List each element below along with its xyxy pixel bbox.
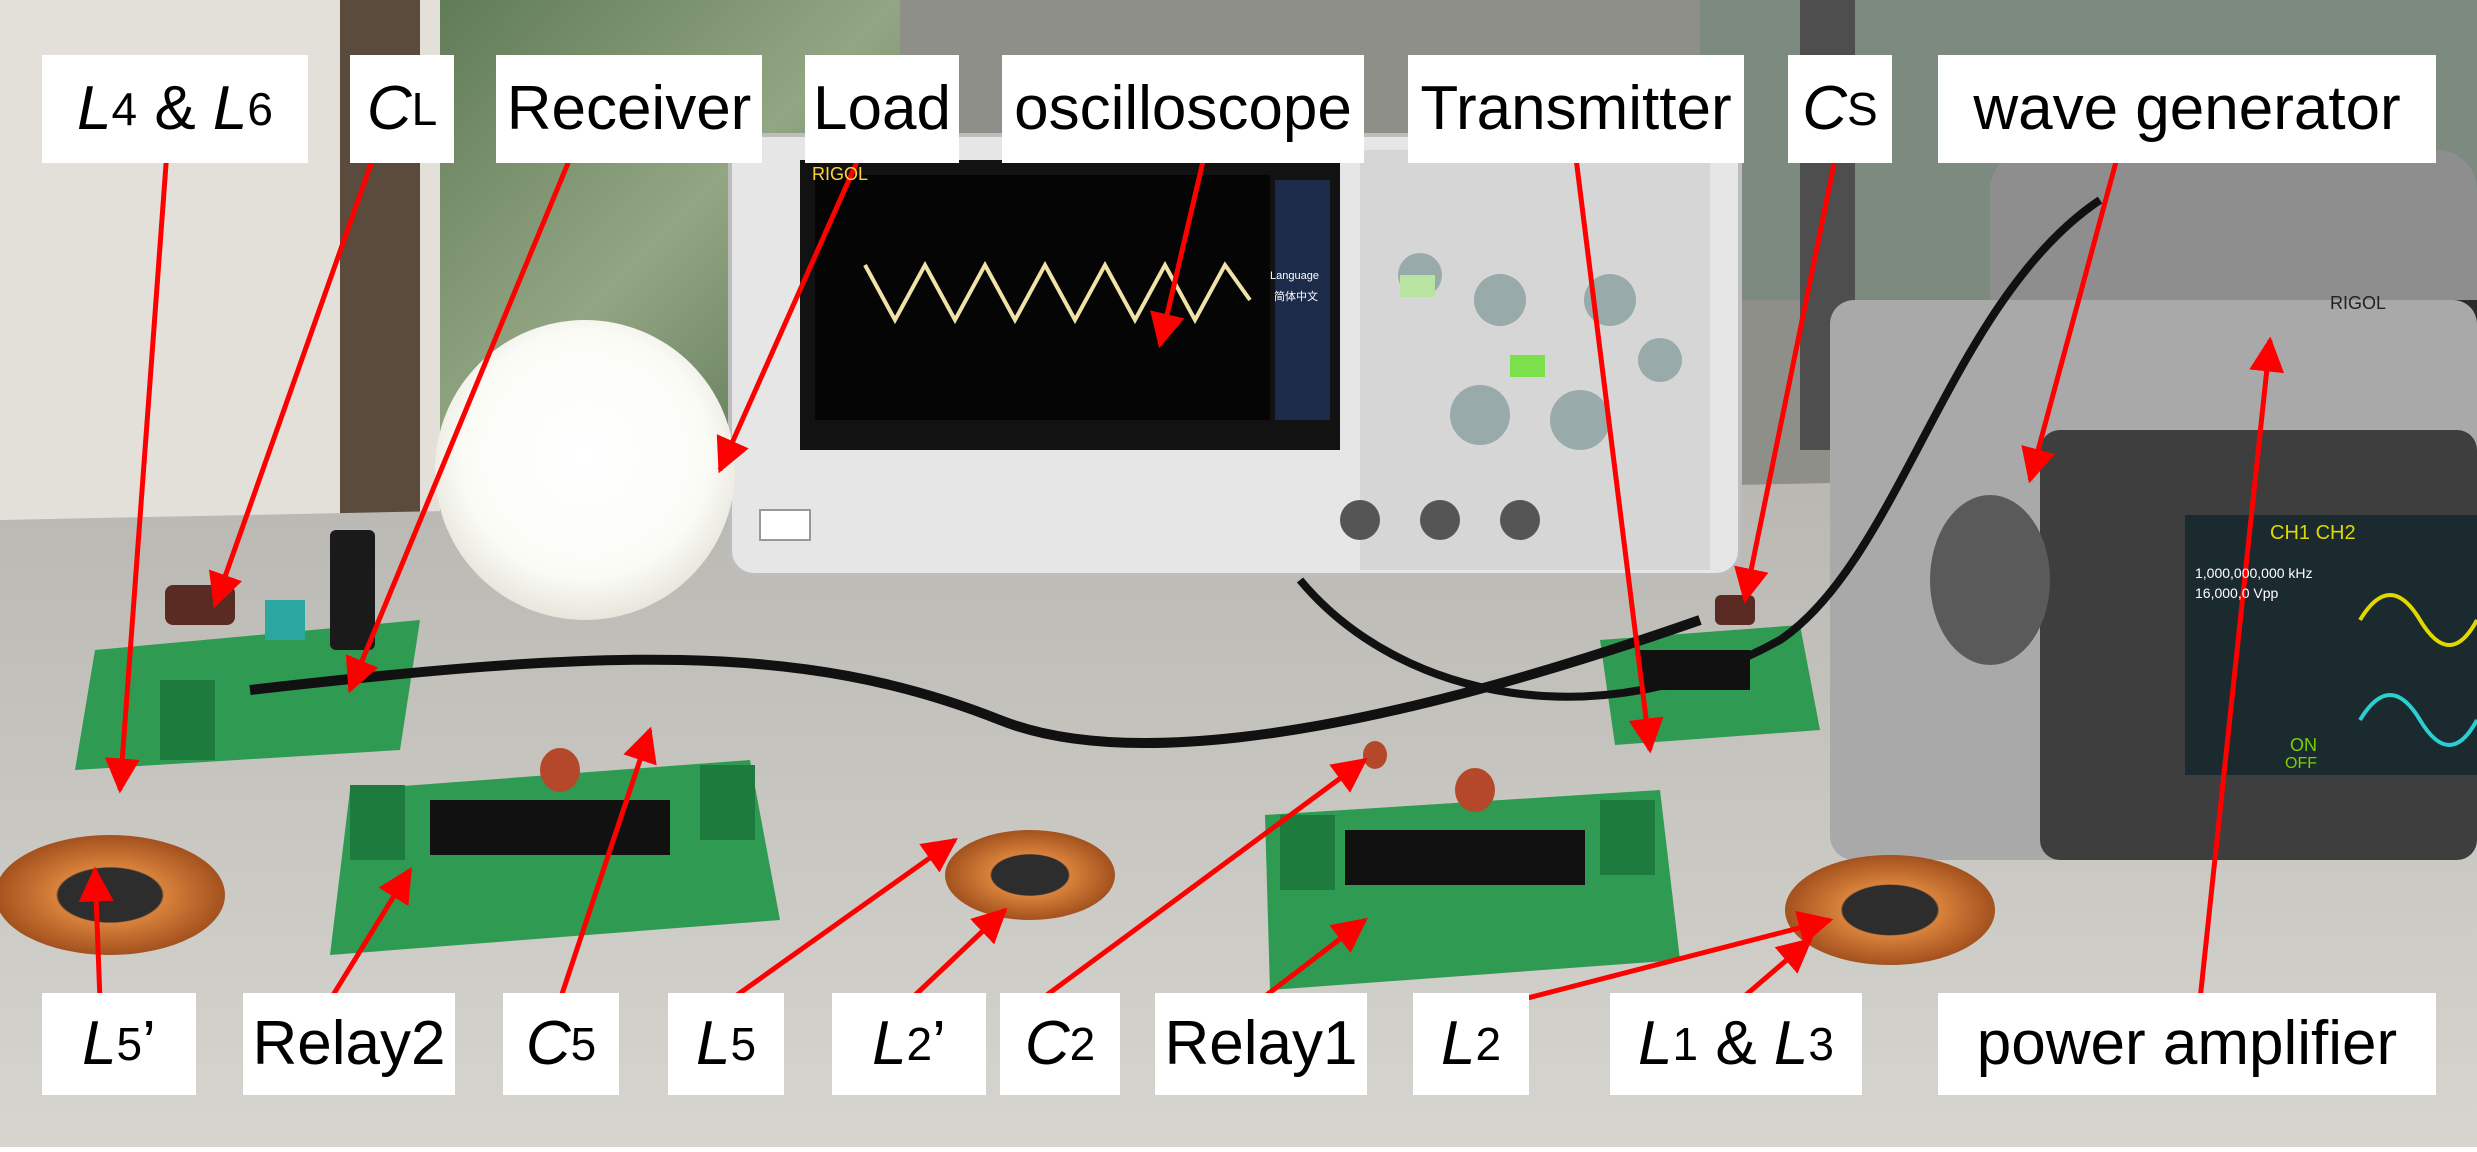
relay1-board	[1265, 741, 1680, 990]
arrow-wave-generator	[2021, 109, 2133, 484]
arrow-c2	[1038, 757, 1368, 1003]
pointer-arrows	[78, 108, 2285, 1003]
generator-off: OFF	[2285, 755, 2317, 772]
arrow-l4-l6	[104, 109, 173, 794]
arrow-cs	[1734, 109, 1848, 604]
coil-l1-l3	[1785, 855, 1995, 965]
relay2-board	[330, 748, 780, 955]
oscilloscope-device	[728, 133, 1742, 577]
label-power-amplifier: power amplifier	[1938, 993, 2436, 1095]
generator-channels: CH1 CH2	[2270, 522, 2356, 544]
arrow-l5	[728, 837, 958, 1003]
arrow-l1-l3	[1738, 937, 1813, 1002]
osc-menu-language: Language	[1270, 270, 1319, 282]
label-receiver: Receiver	[496, 55, 762, 163]
label-load: Load	[805, 55, 959, 163]
arrow-transmitter	[1567, 109, 1664, 754]
arrow-c5	[557, 726, 657, 1001]
label-relay1: Relay1	[1155, 993, 1367, 1095]
light-bulb-load	[435, 320, 735, 620]
probe-cable	[249, 615, 1702, 748]
label-oscilloscope: oscilloscope	[1002, 55, 1364, 163]
wave-generator-device	[1830, 300, 2477, 860]
arrow-l2	[1519, 910, 1834, 1003]
generator-on: ON	[2290, 735, 2317, 755]
label-wave-generator: wave generator	[1938, 55, 2436, 163]
arrow-relay1	[1258, 917, 1368, 1002]
osc-menu-chinese: 简体中文	[1274, 291, 1318, 303]
arrow-cl	[209, 109, 393, 609]
label-relay2: Relay2	[243, 993, 455, 1095]
arrow-l5-prime	[78, 866, 114, 1001]
generator-frequency: 1,000,000,000 kHz	[2195, 565, 2313, 581]
oscilloscope-brand: RIGOL	[812, 164, 869, 184]
receiver-board	[75, 530, 420, 770]
arrow-l2-prime	[908, 907, 1008, 1002]
arrow-power-amplifier	[2197, 336, 2285, 1001]
coil-l5-l2prime	[945, 830, 1115, 920]
label-transmitter: Transmitter	[1408, 55, 1744, 163]
generator-amplitude: 16,000,0 Vpp	[2195, 585, 2279, 601]
arrow-relay2	[327, 867, 413, 1002]
arrow-load	[716, 108, 883, 474]
amplifier-brand: RIGOL	[2330, 293, 2387, 313]
transmitter-board	[1600, 595, 1820, 745]
coil-l4-l6	[0, 835, 225, 955]
arrow-receiver	[345, 109, 593, 694]
signal-cable	[1296, 196, 2103, 701]
